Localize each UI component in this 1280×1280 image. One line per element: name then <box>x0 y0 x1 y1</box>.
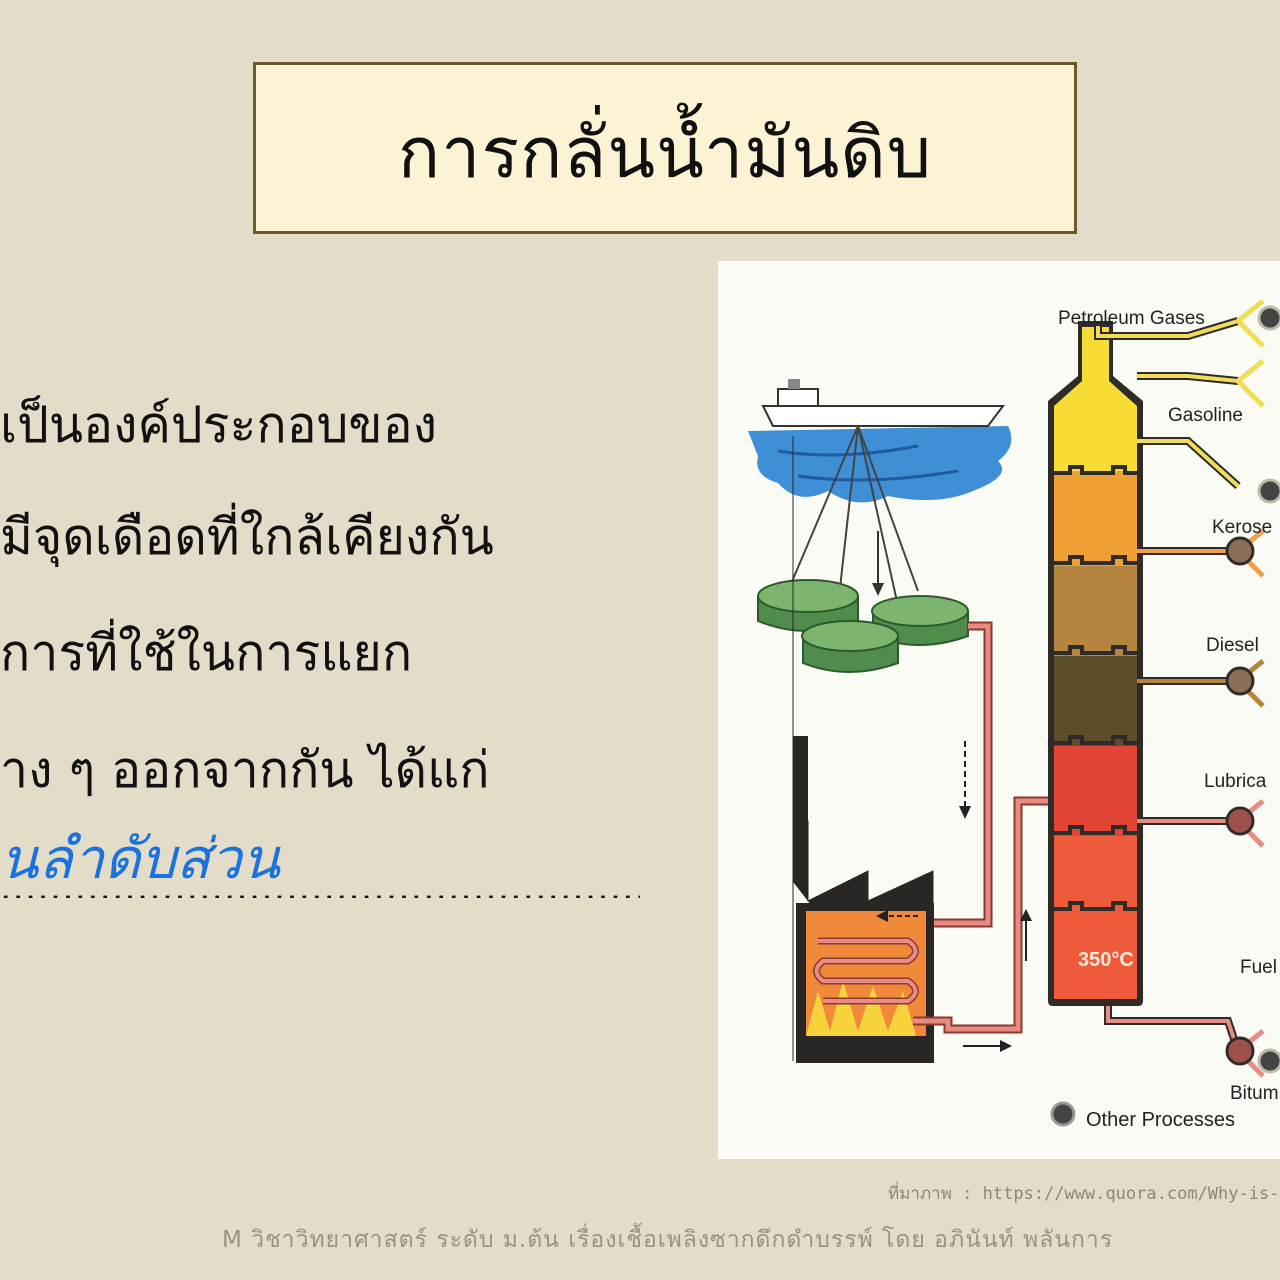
handwritten-answer: นลำดับส่วน <box>0 827 280 892</box>
image-credit: ที่มาภาพ : https://www.quora.com/Why-is- <box>888 1184 1280 1204</box>
label-diesel: Diesel <box>1206 635 1259 656</box>
storage-tanks <box>757 579 969 673</box>
footer-text: M วิชาวิทยาศาสตร์ ระดับ ม.ต้น เรื่องเชื้… <box>222 1227 1114 1253</box>
furnace <box>792 436 934 1063</box>
body-line-1: เป็นองค์ประกอบของ <box>0 396 438 454</box>
pipe-junctions <box>1050 305 1280 1127</box>
distillation-figure: 350°C <box>718 261 1280 1159</box>
label-petroleum-gases: Petroleum Gases <box>1058 308 1205 329</box>
answer-dotted-line: ........................................… <box>0 880 640 898</box>
page-title: การกลั่นน้ำมันดิบ <box>397 111 933 194</box>
body-line-3: การที่ใช้ในการแยก <box>0 624 413 682</box>
label-kerosene: Kerose <box>1212 517 1272 538</box>
temperature-label: 350°C <box>1078 949 1134 971</box>
other-processes-icon <box>1050 1101 1076 1127</box>
label-bitumen: Bitum <box>1230 1083 1279 1104</box>
distillation-tower <box>1048 321 1143 1006</box>
label-lubricating: Lubrica <box>1204 771 1267 792</box>
body-line-4: าง ๆ ออกจากกัน ได้แก่ <box>0 741 490 799</box>
distillation-diagram: 350°C <box>748 299 1280 1131</box>
label-gasoline: Gasoline <box>1168 405 1243 426</box>
body-line-2: มีจุดเดือดที่ใกล้เคียงกัน <box>0 508 494 566</box>
sea-shape <box>748 426 1012 503</box>
output-pipes <box>1094 299 1265 1078</box>
title-box: การกลั่นน้ำมันดิบ <box>253 62 1077 234</box>
ship-icon <box>761 405 1005 427</box>
label-fuel: Fuel <box>1240 957 1277 978</box>
label-other-processes: Other Processes <box>1086 1109 1235 1131</box>
